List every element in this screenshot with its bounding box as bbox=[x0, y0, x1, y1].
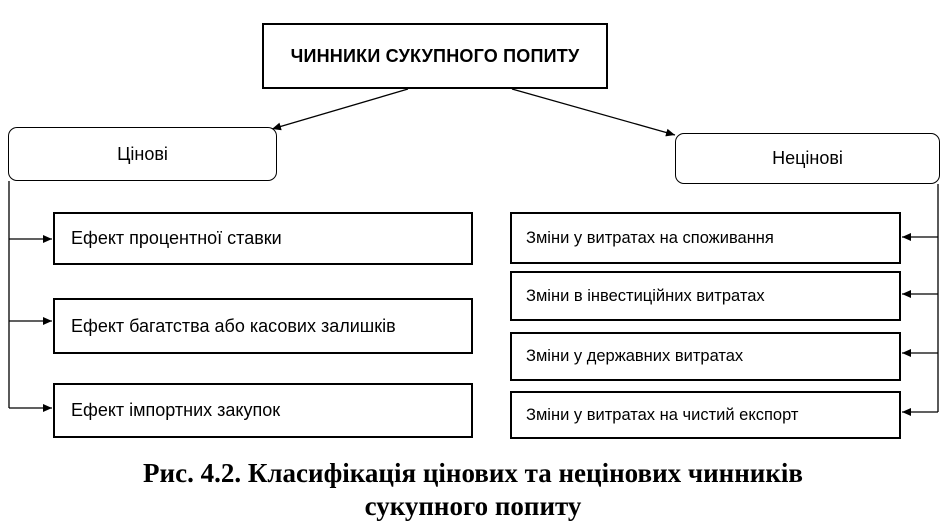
nonprice-factor-label: Зміни у державних витратах bbox=[526, 347, 744, 365]
nonprice-factor-label: Зміни у витратах на споживання bbox=[526, 228, 774, 247]
price-factor-label: Ефект багатства або касових залишків bbox=[71, 315, 396, 336]
nonprice-factors-label: Нецінові bbox=[772, 148, 843, 168]
nonprice-factors-node: Нецінові bbox=[675, 133, 940, 184]
root-node: ЧИННИКИ СУКУПНОГО ПОПИТУ bbox=[262, 23, 608, 89]
price-factor-item: Ефект процентної ставки bbox=[53, 212, 473, 265]
price-factor-item: Ефект багатства або касових залишків bbox=[53, 298, 473, 354]
nonprice-factor-label: Зміни в інвестиційних витратах bbox=[526, 286, 765, 305]
nonprice-factor-item: Зміни у витратах на споживання bbox=[510, 212, 901, 264]
price-factor-label: Ефект процентної ставки bbox=[71, 228, 282, 248]
price-factors-node: Цінові bbox=[8, 127, 277, 181]
arrow-root-to-price bbox=[271, 88, 409, 131]
nonprice-factor-item: Зміни у витратах на чистий експорт bbox=[510, 391, 901, 439]
price-factor-label: Ефект імпортних закупок bbox=[71, 400, 281, 420]
nonprice-factor-item: Зміни у державних витратах bbox=[510, 332, 901, 381]
price-factors-label: Цінові bbox=[117, 143, 168, 164]
nonprice-factor-label: Зміни у витратах на чистий експорт bbox=[526, 405, 799, 424]
price-factor-item: Ефект імпортних закупок bbox=[53, 383, 473, 438]
nonprice-factor-item: Зміни в інвестиційних витратах bbox=[510, 271, 901, 321]
figure-caption-line-1: Рис. 4.2. Класифікація цінових та неціно… bbox=[143, 458, 803, 488]
root-label: ЧИННИКИ СУКУПНОГО ПОПИТУ bbox=[290, 45, 580, 66]
figure-caption-line-2: сукупного попиту bbox=[364, 491, 582, 521]
arrow-root-to-nonprice bbox=[511, 88, 676, 137]
